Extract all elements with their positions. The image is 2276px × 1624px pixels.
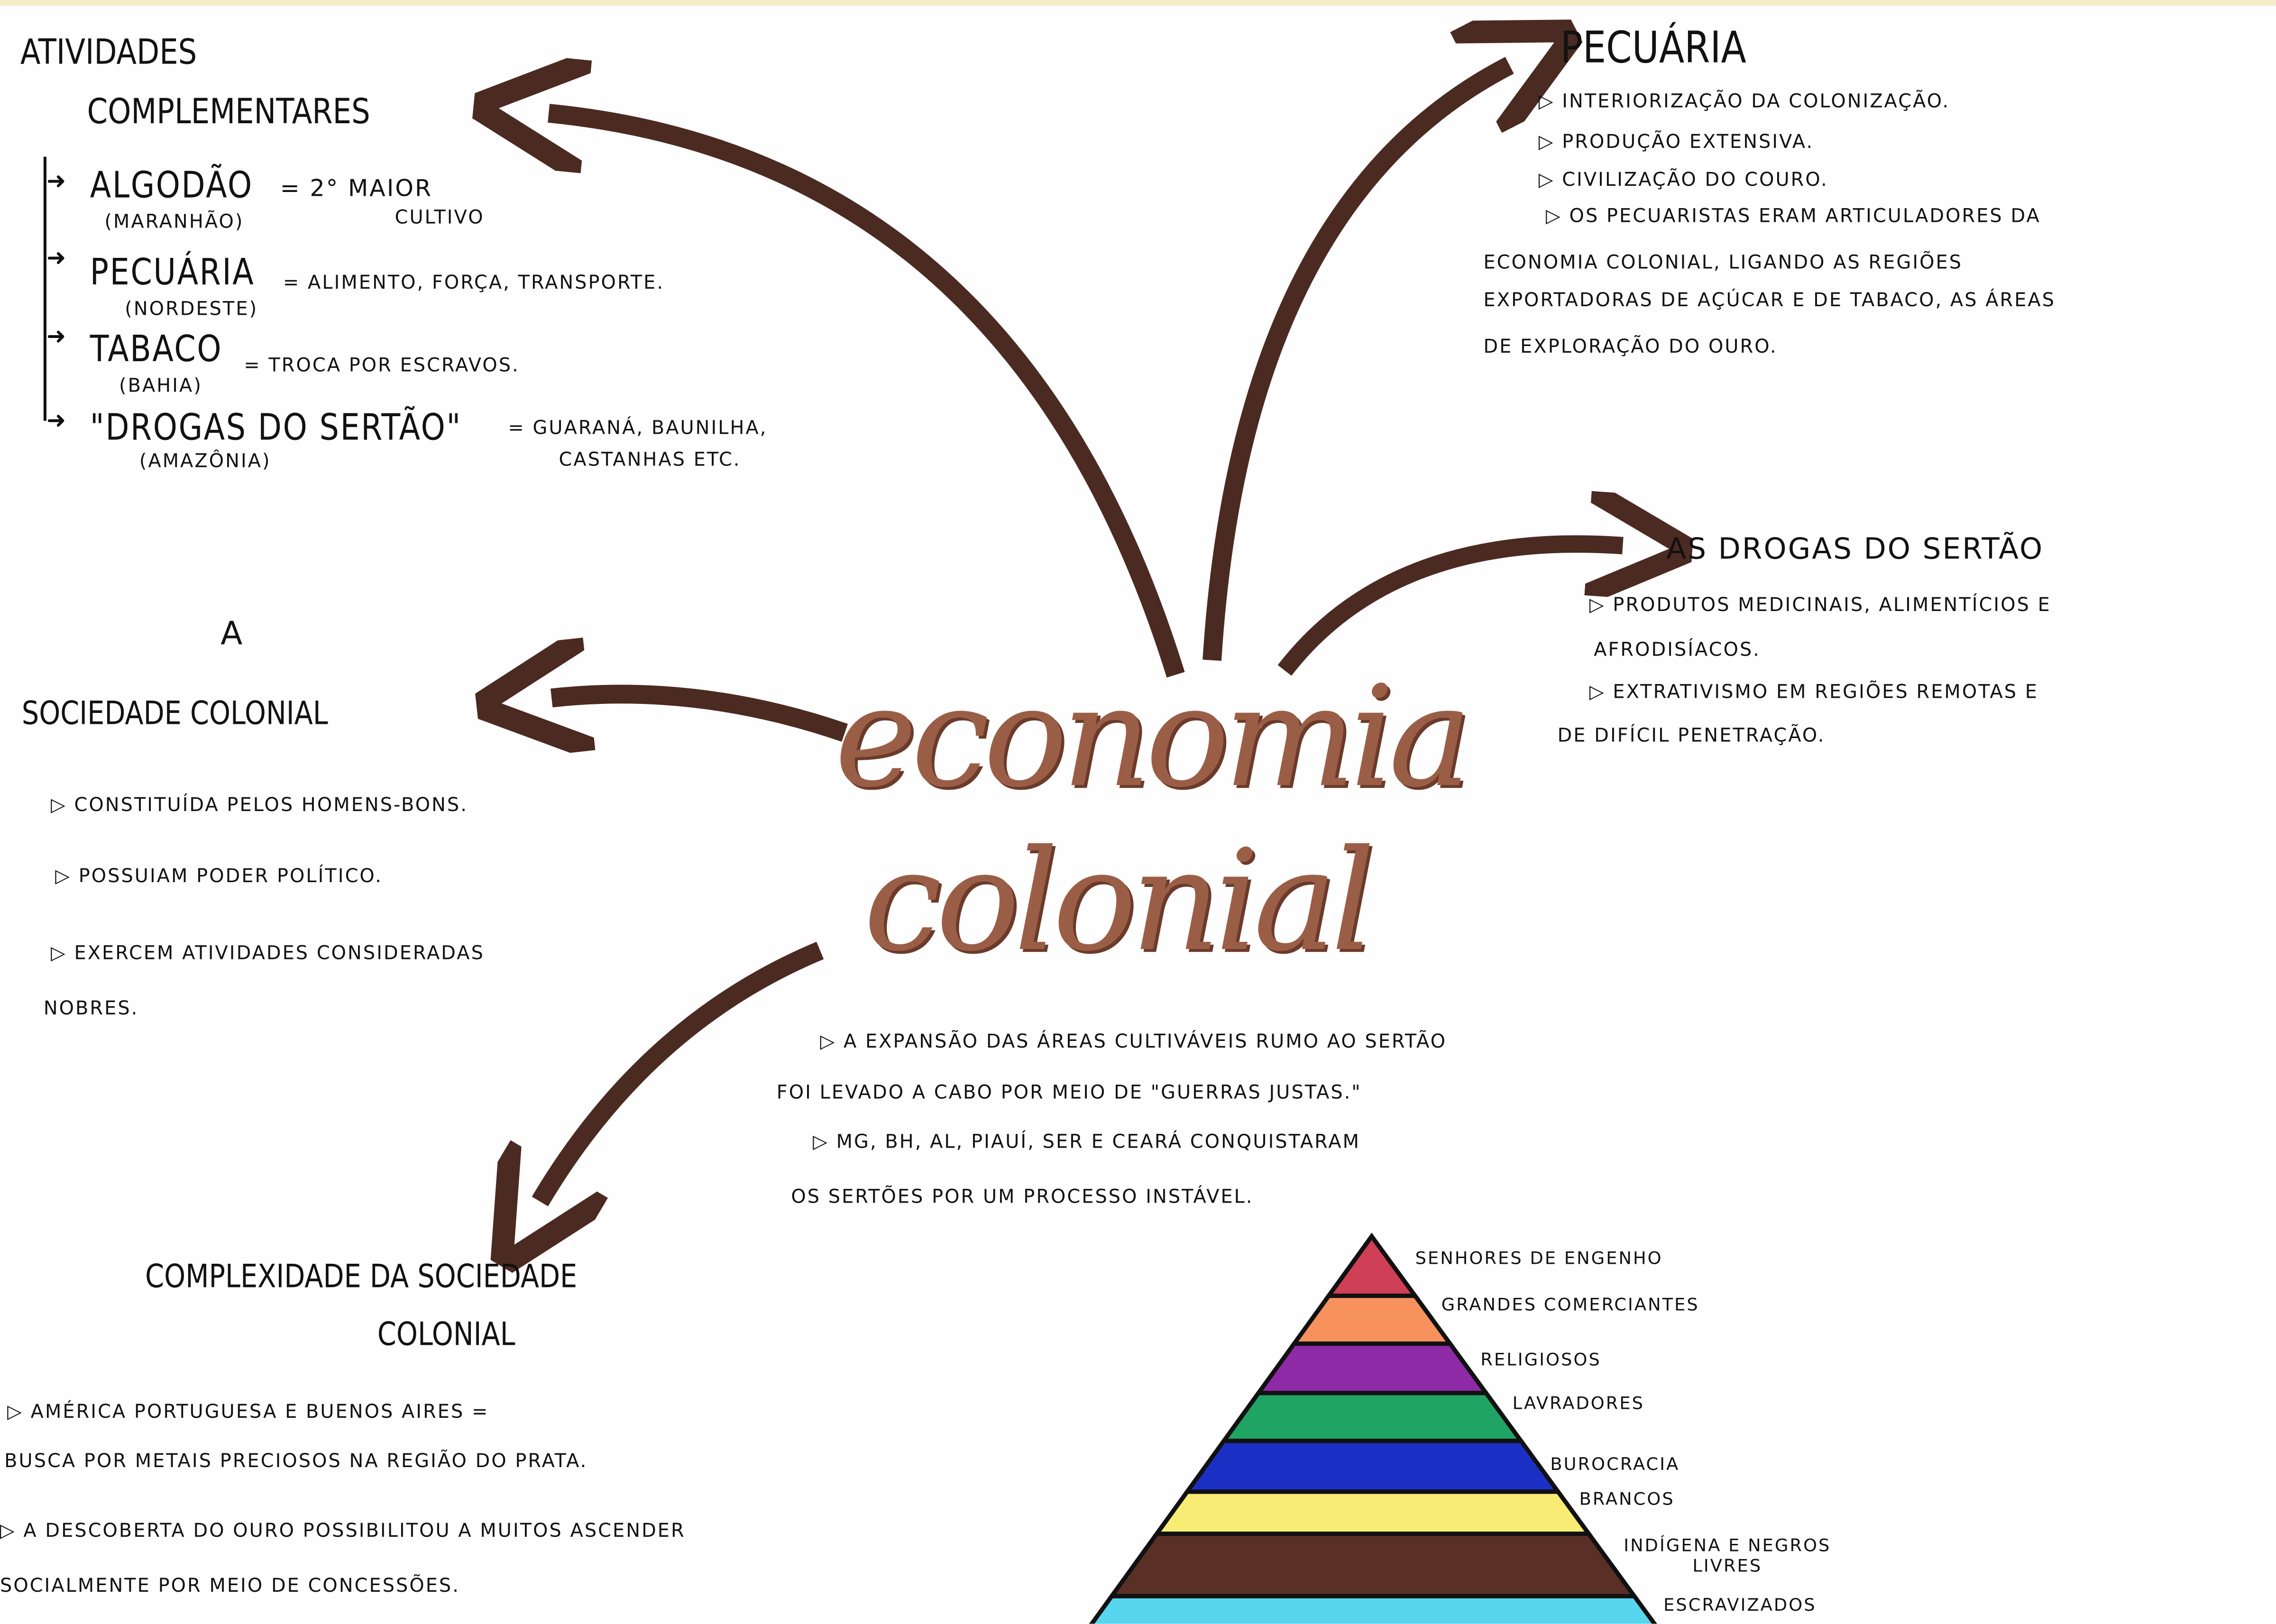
pecuaria-line: ECONOMIA COLONIAL, LIGANDO AS REGIÕES: [1483, 252, 1963, 274]
pyramid-label: SENHORES DE ENGENHO: [1415, 1248, 1663, 1268]
pecuaria-title: PECUÁRIA: [1560, 23, 1746, 74]
title-economia: economia: [835, 656, 1472, 819]
drogas-line: ▷ EXTRATIVISMO EM REGIÕES REMOTAS E: [1589, 682, 2039, 704]
atividades-title-1: ATIVIDADES: [20, 32, 197, 73]
arrow-icon: ➜: [46, 244, 66, 272]
item-algodao-desc-2: CULTIVO: [395, 207, 485, 229]
arrow-to-complexidade: [540, 941, 824, 1202]
pyramid-label: INDÍGENA E NEGROS LIVRES: [1624, 1535, 1831, 1576]
pyramid-layer: [1324, 1232, 1420, 1298]
arrow-to-sociedade: [551, 694, 848, 733]
sociedade-title-2: SOCIEDADE COLONIAL: [21, 696, 328, 733]
pecuaria-line: EXPORTADORAS DE AÇÚCAR E DE TABACO, AS Á…: [1483, 290, 2056, 312]
drogas-line: ▷ PRODUTOS MEDICINAIS, ALIMENTÍCIOS E: [1589, 595, 2051, 617]
complexidade-line: BUSCA POR METAIS PRECIOSOS NA REGIÃO DO …: [4, 1451, 588, 1473]
pecuaria-line: ▷ PRODUÇÃO EXTENSIVA.: [1538, 132, 1814, 154]
paper-edge: [0, 0, 2276, 6]
sociedade-title-1: A: [220, 617, 244, 653]
sociedade-line: ▷ POSSUIAM PODER POLÍTICO.: [55, 866, 383, 888]
complexidade-line: ▷ AMÉRICA PORTUGUESA E BUENOS AIRES =: [7, 1402, 489, 1424]
arrow-icon: ➜: [46, 406, 66, 434]
item-tabaco-region: (BAHIA): [119, 375, 202, 398]
pyramid-layer: [1254, 1341, 1491, 1396]
pyramid-label: RELIGIOSOS: [1480, 1349, 1601, 1370]
item-drogas: "DROGAS DO SERTÃO": [90, 406, 462, 448]
item-tabaco-desc: = TROCA POR ESCRAVOS.: [244, 355, 520, 377]
atividades-title-2: COMPLEMENTARES: [87, 91, 370, 132]
social-pyramid: [1089, 1232, 1657, 1624]
pyramid-layer: [1220, 1391, 1525, 1443]
item-algodao-region: (MARANHÃO): [104, 211, 244, 234]
pyramid-label: BUROCRACIA: [1550, 1454, 1680, 1475]
complexidade-line: SOCIALMENTE POR MEIO DE CONCESSÕES.: [0, 1576, 460, 1598]
sociedade-line: ▷ CONSTITUÍDA PELOS HOMENS-BONS.: [51, 795, 468, 817]
item-drogas-desc: = GUARANÁ, BAUNILHA,: [508, 418, 768, 440]
sociedade-line: ▷ EXERCEM ATIVIDADES CONSIDERADAS: [51, 943, 485, 965]
expansao-line: ▷ MG, BH, AL, PIAUÍ, SER E CEARÁ CONQUIS…: [813, 1131, 1361, 1154]
pyramid-label: BRANCOS: [1579, 1488, 1675, 1509]
arrow-to-drogas: [1277, 544, 1623, 676]
item-drogas-desc-2: CASTANHAS ETC.: [559, 449, 741, 472]
pyramid-label: GRANDES COMERCIANTES: [1441, 1294, 1699, 1315]
item-pecuaria-desc: = ALIMENTO, FORÇA, TRANSPORTE.: [283, 273, 665, 295]
pyramid-layer: [1183, 1439, 1562, 1494]
pecuaria-line: ▷ CIVILIZAÇÃO DO COURO.: [1538, 170, 1828, 192]
expansao-line: ▷ A EXPANSÃO DAS ÁREAS CULTIVÁVEIS RUMO …: [820, 1031, 1447, 1054]
sociedade-line: NOBRES.: [43, 998, 139, 1021]
arrow-to-atividades: [549, 113, 1185, 678]
arrow-icon: ➜: [46, 322, 66, 350]
drogas-line: DE DIFÍCIL PENETRAÇÃO.: [1557, 725, 1826, 748]
complexidade-title-2: COLONIAL: [377, 1317, 515, 1354]
pecuaria-line: DE EXPLORAÇÃO DO OURO.: [1483, 337, 1778, 359]
item-algodao: ALGODÃO: [90, 164, 253, 206]
pecuaria-line: ▷ INTERIORIZAÇÃO DA COLONIZAÇÃO.: [1538, 91, 1950, 113]
item-drogas-region: (AMAZÔNIA): [139, 451, 271, 473]
drogas-title: AS DROGAS DO SERTÃO: [1666, 531, 2044, 566]
pecuaria-line: ▷ OS PECUARISTAS ERAM ARTICULADORES DA: [1546, 206, 2041, 228]
pyramid-label: LAVRADORES: [1512, 1393, 1645, 1414]
item-pecuaria-region: (NORDESTE): [125, 299, 258, 321]
pyramid-layer: [1290, 1294, 1455, 1346]
list-bracket: [43, 156, 46, 421]
complexidade-title-1: COMPLEXIDADE DA SOCIEDADE: [145, 1259, 578, 1296]
drogas-line: AFRODISÍACOS.: [1594, 639, 1761, 662]
complexidade-line: ▷ A DESCOBERTA DO OURO POSSIBILITOU A MU…: [0, 1521, 686, 1543]
item-tabaco: TABACO: [90, 328, 223, 370]
item-pecuaria: PECUÁRIA: [90, 251, 255, 293]
arrow-to-pecuaria: [1202, 65, 1510, 661]
expansao-line: OS SERTÕES POR UM PROCESSO INSTÁVEL.: [791, 1187, 1254, 1209]
item-algodao-desc: = 2° MAIOR: [280, 174, 433, 202]
title-colonial: colonial: [863, 820, 1375, 983]
pyramid-layer: [1107, 1532, 1639, 1598]
expansao-line: FOI LEVADO A CABO POR MEIO DE "GUERRAS J…: [776, 1082, 1362, 1104]
arrow-icon: ➜: [46, 167, 66, 195]
pyramid-label: ESCRAVIZADOS: [1663, 1595, 1817, 1615]
pyramid-layer: [1089, 1594, 1657, 1624]
pyramid-layer: [1152, 1489, 1593, 1536]
